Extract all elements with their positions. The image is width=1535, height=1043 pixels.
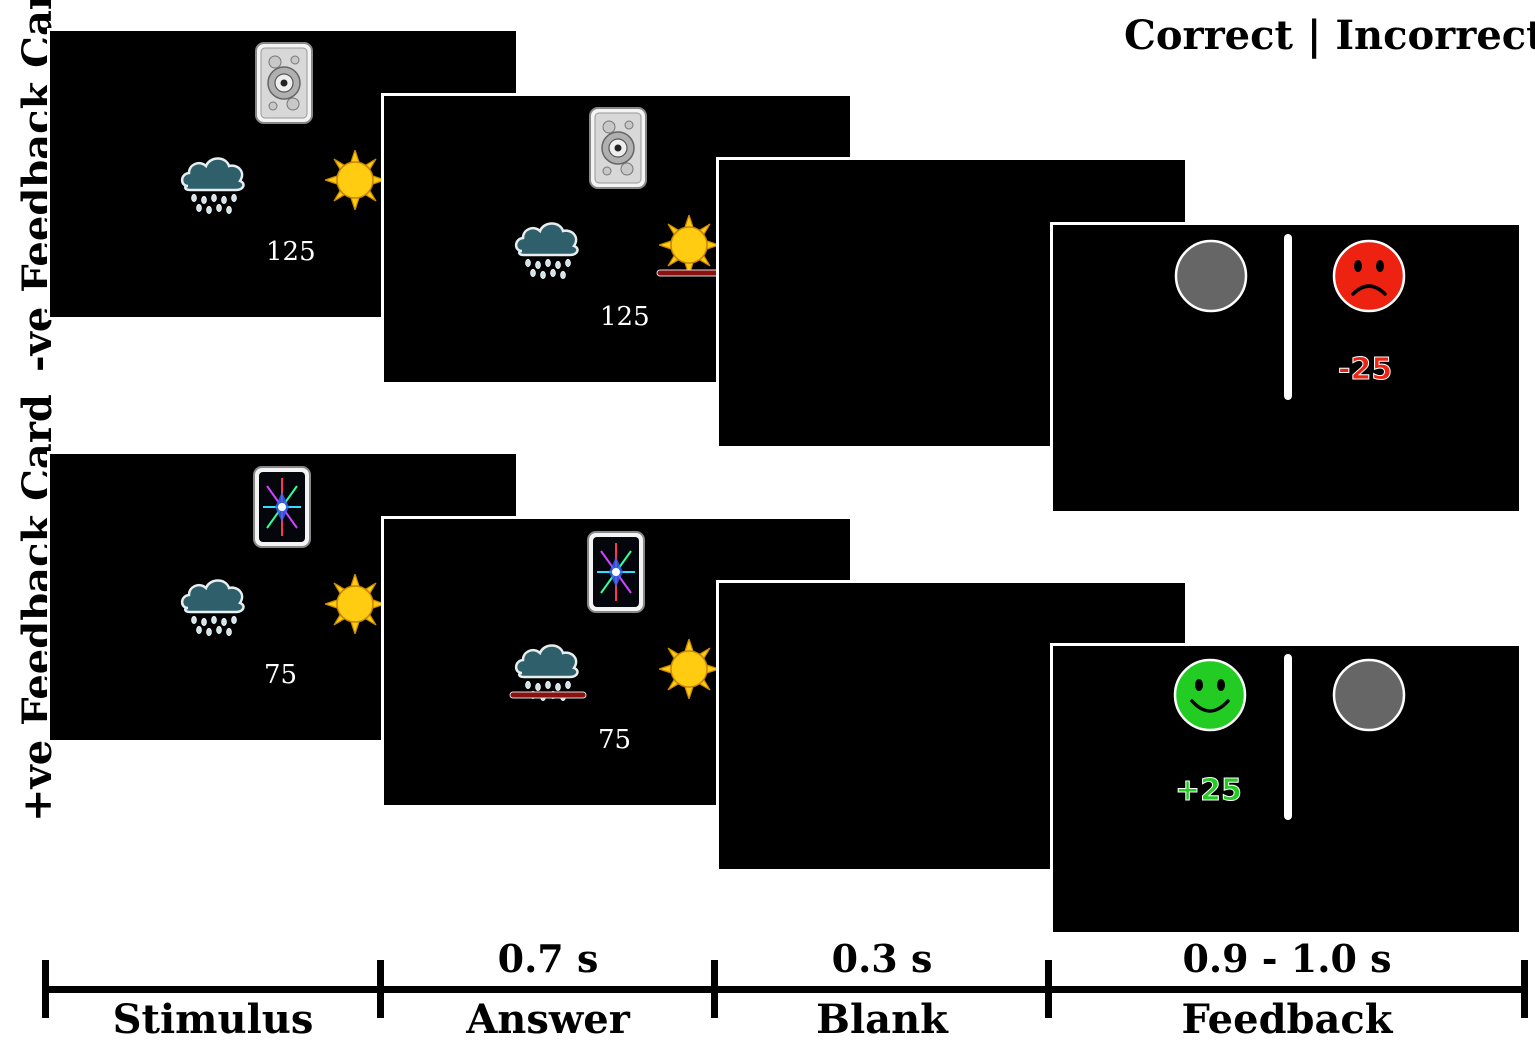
phase-feedback: Feedback: [1181, 996, 1393, 1043]
neg-answer-value: 125: [600, 302, 650, 332]
phase-answer: Answer: [466, 996, 630, 1043]
pos-stimulus-value: 75: [264, 660, 298, 690]
rain-cloud-icon: [180, 579, 245, 636]
happy-face-icon: [1173, 658, 1247, 732]
gray-circle-icon: [1174, 239, 1248, 313]
feedback-divider: [1284, 654, 1292, 820]
gray-circle-icon: [1332, 658, 1406, 732]
rain-cloud-icon: [180, 157, 245, 214]
crystal-card-icon: [587, 531, 645, 613]
duration-feedback: 0.9 - 1.0 s: [1182, 936, 1392, 981]
pos-answer-value: 75: [598, 725, 632, 755]
sad-face-icon: [1332, 239, 1406, 313]
fractal-card-icon: [589, 107, 647, 189]
sun-icon: [659, 215, 719, 275]
legend-correct-incorrect: Correct | Incorrect: [1124, 12, 1535, 59]
phase-blank: Blank: [816, 996, 948, 1043]
sun-icon: [659, 639, 719, 699]
sun-icon: [325, 150, 385, 210]
timeline-axis: [42, 960, 1528, 1018]
rain-cloud-icon: [514, 222, 579, 279]
pos-feedback-score: +25: [1175, 773, 1243, 809]
crystal-card-icon: [253, 466, 311, 548]
fractal-card-icon: [255, 42, 313, 124]
selection-underline: [656, 269, 720, 277]
feedback-divider: [1284, 234, 1292, 400]
selection-underline: [509, 691, 587, 699]
duration-blank: 0.3 s: [831, 936, 933, 981]
phase-stimulus: Stimulus: [112, 996, 314, 1043]
duration-answer: 0.7 s: [497, 936, 599, 981]
sun-icon: [325, 574, 385, 634]
neg-stimulus-value: 125: [266, 237, 316, 267]
neg-feedback-score: -25: [1337, 352, 1393, 388]
